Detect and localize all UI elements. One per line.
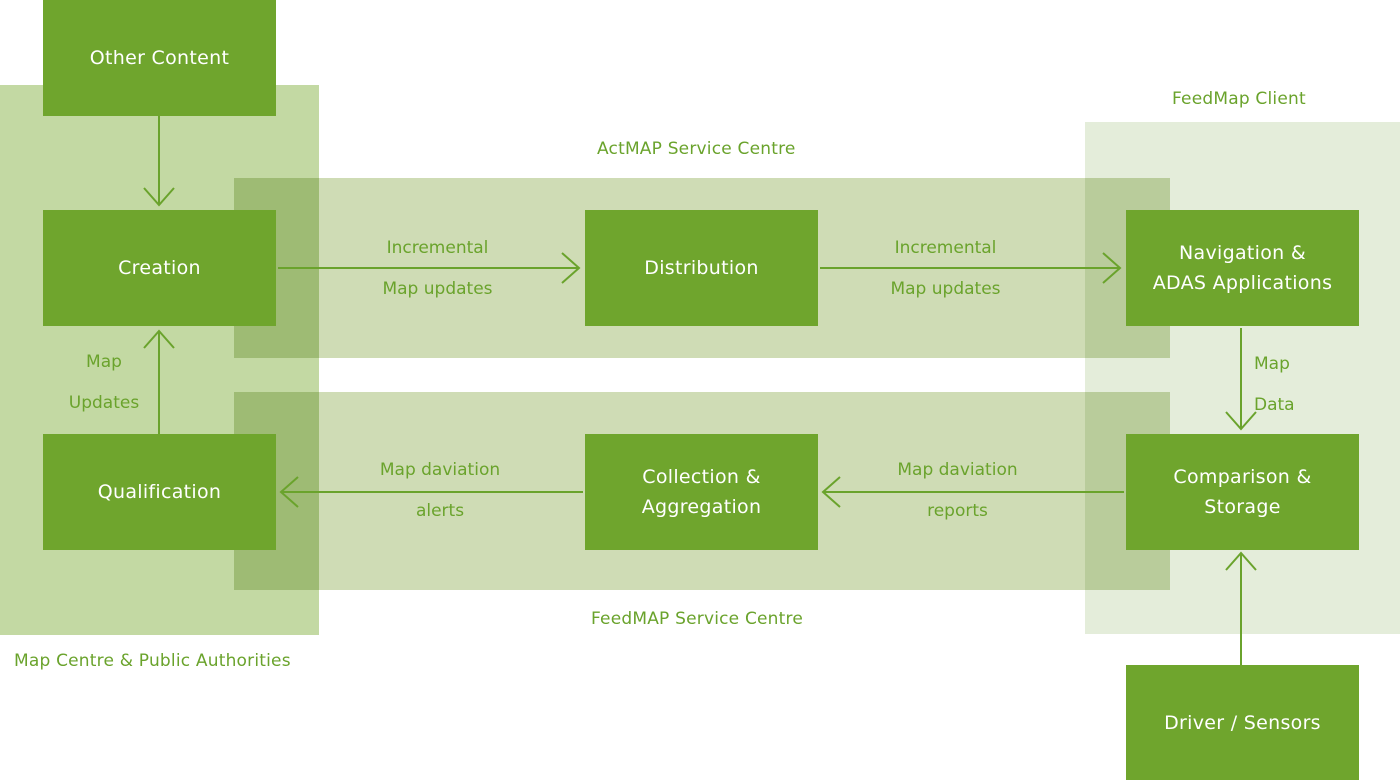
edge-label-line2: Updates [68, 393, 140, 413]
node-label-line1: Qualification [97, 481, 222, 503]
edge-label-qualification-to-creation: Map Updates [58, 342, 150, 424]
zone-label-actmap-service-centre: ActMAP Service Centre [597, 139, 796, 159]
edge-label-comparison-to-collection: Map daviation reports [860, 450, 1055, 532]
node-label-line1: Other Content [89, 47, 230, 69]
node-comparison-storage[interactable]: Comparison & Storage [1126, 434, 1359, 550]
node-label-line2: ADAS Applications [1152, 272, 1333, 294]
edge-label-line1: Incremental [894, 238, 997, 258]
edge-label-line2: reports [927, 501, 988, 521]
edge-label-line1: Map [86, 352, 122, 372]
edge-label-line2: Map updates [890, 279, 1001, 299]
edge-label-creation-to-distribution: Incremental Map updates [340, 228, 535, 310]
node-distribution[interactable]: Distribution [585, 210, 818, 326]
node-label-line1: Creation [118, 257, 201, 279]
zone-label-feedmap-client: FeedMap Client [1172, 89, 1306, 109]
node-label-line1: Distribution [644, 257, 759, 279]
node-label-line1: Navigation & [1179, 242, 1306, 264]
node-creation[interactable]: Creation [43, 210, 276, 326]
node-other-content[interactable]: Other Content [43, 0, 276, 116]
edge-label-line2: alerts [415, 501, 465, 521]
edge-label-line1: Map daviation [379, 460, 501, 480]
node-label-line1: Comparison & [1173, 466, 1312, 488]
edge-label-line2: Data [1254, 395, 1295, 415]
edge-label-line2: Map updates [382, 279, 493, 299]
edge-label-line1: Map daviation [897, 460, 1018, 480]
edge-label-line1: Incremental [386, 238, 489, 258]
edge-label-line1: Map [1254, 354, 1290, 374]
node-label-line1: Driver / Sensors [1164, 711, 1321, 734]
zone-label-map-centre: Map Centre & Public Authorities [14, 651, 291, 671]
node-collection-aggregation[interactable]: Collection & Aggregation [585, 434, 818, 550]
node-label-line2: Storage [1204, 496, 1281, 518]
zone-band-feedmap-client [1085, 122, 1400, 634]
node-driver-sensors[interactable]: Driver / Sensors [1126, 665, 1359, 780]
zone-label-feedmap-service-centre: FeedMAP Service Centre [591, 609, 803, 629]
node-navigation-adas-applications[interactable]: Navigation & ADAS Applications [1126, 210, 1359, 326]
edge-label-collection-to-qualification: Map daviation alerts [345, 450, 535, 532]
edge-label-navigation-to-comparison: Map Data [1254, 344, 1334, 426]
edge-label-distribution-to-navigation: Incremental Map updates [848, 228, 1043, 310]
node-qualification[interactable]: Qualification [43, 434, 276, 550]
node-label-line1: Collection & [642, 466, 761, 488]
node-label-line2: Aggregation [641, 496, 762, 518]
